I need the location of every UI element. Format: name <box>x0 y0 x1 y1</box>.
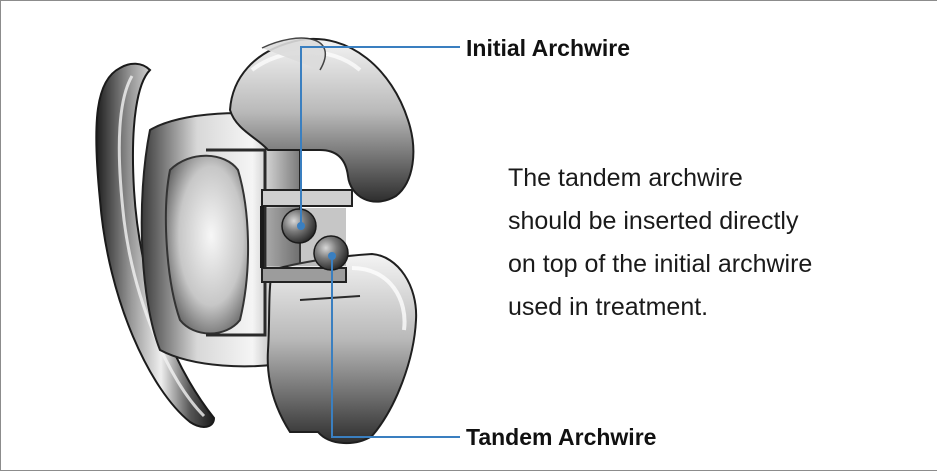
caption-line: used in treatment. <box>508 286 928 329</box>
caption-line: should be inserted directly <box>508 200 928 243</box>
initial-archwire-label: Initial Archwire <box>466 35 630 62</box>
instruction-caption: The tandem archwire should be inserted d… <box>508 157 928 329</box>
caption-line: on top of the initial archwire <box>508 243 928 286</box>
initial-leader-dot <box>297 222 305 230</box>
caption-line: The tandem archwire <box>508 157 928 200</box>
tandem-leader-dot <box>328 252 336 260</box>
tandem-archwire-label: Tandem Archwire <box>466 424 656 451</box>
